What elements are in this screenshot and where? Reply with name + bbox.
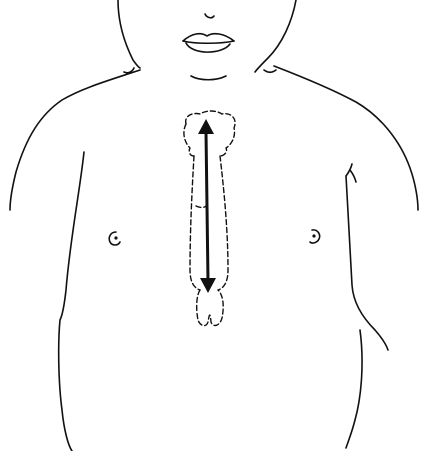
arrow-head-bottom [200, 278, 216, 293]
right-armpit-mark [346, 164, 356, 182]
sternum-outline [184, 111, 235, 326]
sternum-inner-mark [196, 206, 206, 208]
left-nipple [109, 232, 120, 245]
chin-line [191, 76, 226, 80]
sternum-length-arrow [198, 119, 216, 293]
upper-lip [183, 34, 234, 41]
lip-line [183, 41, 234, 43]
right-torso-outline [346, 176, 388, 350]
right-lower-flank [346, 330, 362, 448]
manubrium-left-dashed [184, 124, 194, 156]
lower-lip [186, 43, 230, 52]
right-nipple [310, 230, 320, 243]
right-cheek-outline [255, 0, 296, 72]
arrow-head-top [198, 119, 214, 134]
xiphoid-dashed [197, 290, 224, 326]
left-torso-outline [59, 152, 84, 451]
sternum-body-right-dashed [218, 156, 228, 290]
sternum-body-left-dashed [190, 156, 200, 290]
right-neck-crease [264, 70, 276, 72]
arrow-shaft [206, 132, 208, 281]
left-shoulder-outline [10, 70, 140, 210]
face [118, 0, 296, 80]
nose-tip [205, 14, 214, 18]
mouth [183, 34, 234, 52]
left-cheek-outline [118, 0, 140, 68]
